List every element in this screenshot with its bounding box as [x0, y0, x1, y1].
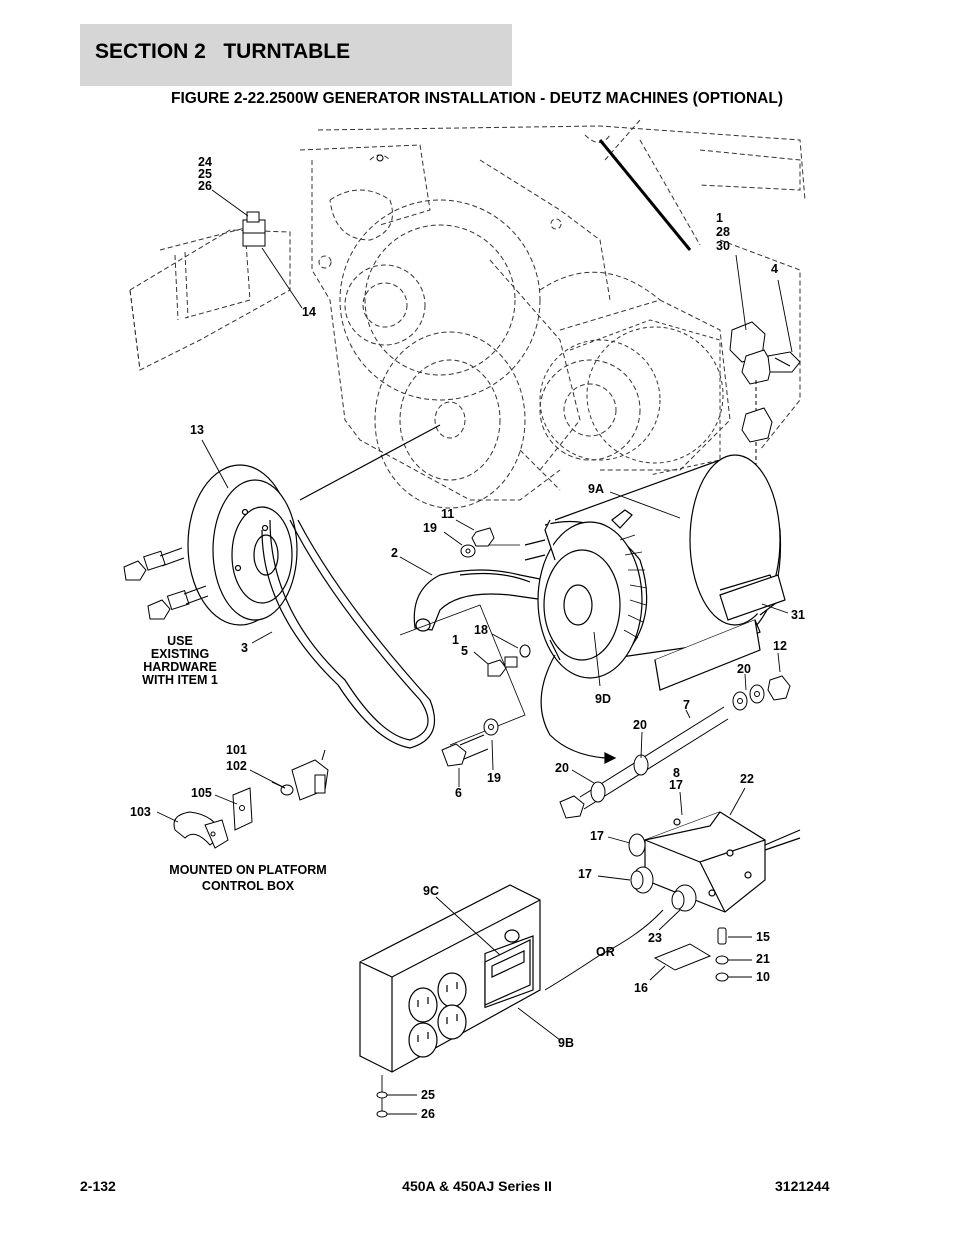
callout-17-mid: 17: [590, 829, 604, 843]
nut-12-washers-20: [732, 675, 791, 711]
callout-24: 24: [198, 155, 212, 169]
engine-alternator: [539, 319, 724, 476]
callout-105: 105: [191, 786, 212, 800]
cord-grips-17: [628, 833, 697, 912]
generator-fins: [619, 534, 648, 639]
figure-title: FIGURE 2-22.2500W GENERATOR INSTALLATION…: [171, 90, 783, 107]
callout-16: 16: [634, 981, 648, 995]
callout-17-top: 17: [669, 778, 683, 792]
callout-25-bottom: 25: [421, 1088, 435, 1102]
callout-19-lower: 19: [487, 771, 501, 785]
callout-101: 101: [226, 743, 247, 757]
callout-9d: 9D: [595, 692, 611, 706]
bolt-6-washer-19: [441, 718, 499, 767]
callout-10: 10: [756, 970, 770, 984]
callout-25: 25: [198, 167, 212, 181]
guard-103: [173, 811, 229, 849]
note-line: MOUNTED ON PLATFORM: [169, 863, 326, 877]
outlet-slots: [417, 982, 458, 1042]
callout-1-lower: 1: [452, 633, 459, 647]
document-number: 3121244: [775, 1178, 830, 1194]
note-line: USE: [167, 634, 193, 648]
note-line: WITH ITEM 1: [142, 673, 218, 687]
engine-details: [376, 139, 692, 251]
callout-26: 26: [198, 179, 212, 193]
cover-plate-16: [653, 943, 712, 971]
callout-102: 102: [226, 759, 247, 773]
note-mounted-on-platform: MOUNTED ON PLATFORM CONTROL BOX: [169, 863, 326, 893]
page-number: 2-132: [80, 1178, 116, 1194]
callout-19-upper: 19: [423, 521, 437, 535]
callout-17-low: 17: [578, 867, 592, 881]
callout-20-mid: 20: [633, 718, 647, 732]
callout-7: 7: [683, 698, 690, 712]
pulley-13: [187, 464, 298, 626]
callout-labels: 24 25 26 14 1 28 30 4 13 9A 11 19 2 3 18…: [130, 155, 805, 1121]
callout-or: OR: [596, 945, 615, 959]
screw-15-washer-21-nut-10: [715, 927, 729, 982]
plate-105: [232, 787, 253, 831]
callout-8: 8: [673, 766, 680, 780]
mounting-rail-31: [654, 574, 786, 691]
section-header-bar: [80, 24, 512, 86]
nut-11-washer-19: [460, 527, 495, 558]
note-line: EXISTING: [151, 647, 209, 661]
toggle-switch-101-102: [271, 749, 329, 801]
pulley-bolts: [123, 547, 209, 620]
callout-9b: 9B: [558, 1036, 574, 1050]
callout-12: 12: [773, 639, 787, 653]
note-line: CONTROL BOX: [202, 879, 295, 893]
leader-lines: [156, 189, 793, 1115]
callout-9c: 9C: [423, 884, 439, 898]
callout-13: 13: [190, 423, 204, 437]
callout-6: 6: [455, 786, 462, 800]
bolt-stack-1-28-30: [729, 321, 801, 470]
callout-14: 14: [302, 305, 316, 319]
adjusting-bracket-2: [413, 569, 546, 632]
bolt-5-washer-18: [487, 644, 531, 677]
model-name: 450A & 450AJ Series II: [402, 1178, 552, 1194]
callout-28: 28: [716, 225, 730, 239]
callout-30: 30: [716, 239, 730, 253]
note-use-existing-hardware: USE EXISTING HARDWARE WITH ITEM 1: [142, 634, 218, 687]
junction-box-22: [644, 811, 801, 913]
callout-20-right: 20: [737, 662, 751, 676]
callout-2: 2: [391, 546, 398, 560]
engine-outline: [299, 119, 806, 509]
chassis-bracket: [129, 227, 291, 371]
callout-103: 103: [130, 805, 151, 819]
callout-3: 3: [241, 641, 248, 655]
callout-15: 15: [756, 930, 770, 944]
callout-26-bottom: 26: [421, 1107, 435, 1121]
long-bolt-7: [559, 706, 729, 819]
callout-5: 5: [461, 644, 468, 658]
callout-22: 22: [740, 772, 754, 786]
callout-9a: 9A: [588, 482, 604, 496]
callout-23: 23: [648, 931, 662, 945]
callout-4: 4: [771, 262, 778, 276]
callout-31: 31: [791, 608, 805, 622]
callout-18: 18: [474, 623, 488, 637]
cord-23: [544, 909, 664, 991]
note-line: HARDWARE: [143, 660, 217, 674]
callout-20-left: 20: [555, 761, 569, 775]
belt-3: [261, 424, 441, 749]
install-arrow: [540, 654, 617, 764]
meter-9c: [484, 939, 531, 1006]
callout-1: 1: [716, 211, 723, 225]
callout-21: 21: [756, 952, 770, 966]
callout-11: 11: [441, 507, 454, 521]
relay-24-25-26: [242, 211, 266, 247]
section-title: SECTION 2 TURNTABLE: [95, 40, 351, 63]
